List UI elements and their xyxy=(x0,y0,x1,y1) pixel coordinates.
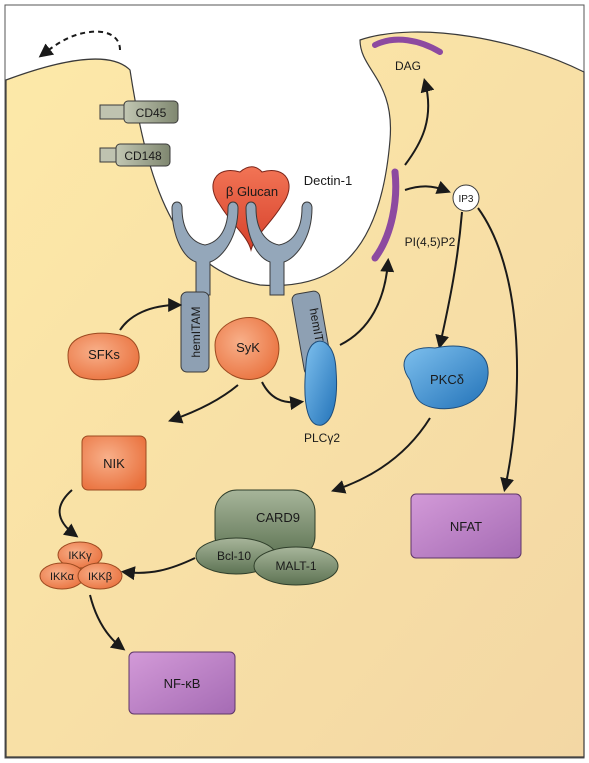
plcg2-label: PLCγ2 xyxy=(304,431,340,445)
ikkg-label: IKKγ xyxy=(68,550,92,562)
nfkb-node xyxy=(128,651,236,715)
ikka-label: IKKα xyxy=(50,571,75,583)
cd148-receptor: CD148 xyxy=(99,143,171,167)
nik-label: NIK xyxy=(103,456,125,471)
beta-glucan-label: β Glucan xyxy=(226,184,278,199)
arrow-to-ip3 xyxy=(404,180,451,194)
bcl10-label: Bcl-10 xyxy=(217,549,251,563)
arrow-nik-to-ikk xyxy=(58,489,79,538)
arrow-pkcd-to-card9 xyxy=(331,417,431,494)
cd45-exclusion-arrow xyxy=(38,30,121,58)
hemitam-left-label: hemITAM xyxy=(189,306,203,357)
cd45-receptor: CD45 xyxy=(99,100,179,124)
nfkb-label: NF-κB xyxy=(164,676,201,691)
dag-label: DAG xyxy=(395,59,421,73)
arrow-ip3-to-nfat xyxy=(477,207,519,493)
cd148-label: CD148 xyxy=(124,149,162,163)
syk-label: SyK xyxy=(236,340,260,355)
cd45-label: CD45 xyxy=(136,106,167,120)
pip2-lipid xyxy=(371,168,400,262)
dag-lipid xyxy=(372,36,443,55)
card9-label: CARD9 xyxy=(256,510,300,525)
malt1-node xyxy=(253,546,339,586)
sfks-label: SFKs xyxy=(88,347,120,362)
plcg2-node xyxy=(304,340,338,426)
malt1-label: MALT-1 xyxy=(275,559,316,573)
syk-node xyxy=(214,316,280,380)
ikkb-label: IKKβ xyxy=(88,571,112,583)
arrow-ikk-to-nfkb xyxy=(89,594,126,651)
arrow-to-dag xyxy=(404,77,435,166)
arrow-plcg2-to-pip2 xyxy=(339,257,395,346)
nfat-label: NFAT xyxy=(450,519,482,534)
nik-node xyxy=(81,435,147,491)
ip3-node xyxy=(452,184,480,212)
arrow-syk-to-nik xyxy=(168,384,239,424)
pkcd-label: PKCδ xyxy=(430,372,464,387)
arrow-ip3-to-pkcd xyxy=(435,211,463,350)
ikkb-node xyxy=(77,562,123,590)
cytoplasm xyxy=(5,31,585,758)
pkcd-node xyxy=(403,345,489,410)
dectin1-receptor-left: hemITAM xyxy=(171,201,239,373)
arrow-card9-to-ikk xyxy=(120,557,196,581)
pip2-label: PI(4,5)P2 xyxy=(405,235,456,249)
ip3-label: IP3 xyxy=(458,194,473,205)
nfat-node xyxy=(410,493,522,559)
arrow-sfks-to-hemitam xyxy=(119,298,183,331)
dectin1-label: Dectin-1 xyxy=(304,173,352,188)
sfks-node xyxy=(67,332,140,381)
arrow-syk-to-plcg2 xyxy=(261,381,305,411)
